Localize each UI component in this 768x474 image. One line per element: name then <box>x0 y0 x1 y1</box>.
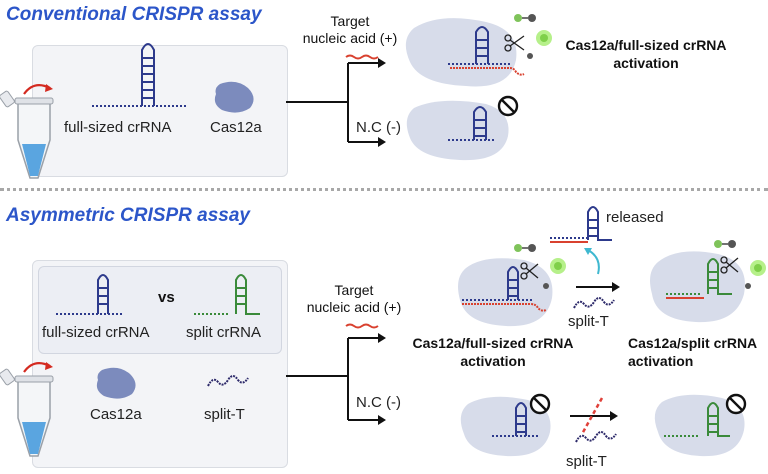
asym-nc-label: N.C (-) <box>356 394 401 411</box>
asym-crrna-split-icon <box>194 274 260 315</box>
released-fragment <box>550 206 612 243</box>
asym-outcome-full-label: Cas12a/full-sized crRNA activation <box>412 335 574 369</box>
tube-icon <box>0 361 54 457</box>
inhibit-icon <box>497 95 519 117</box>
conv-target-label: Target nucleic acid (+) <box>302 13 398 46</box>
asym-cas-label: Cas12a <box>90 406 142 423</box>
asym-outcome-split-label: Cas12a/split crRNA activation <box>628 335 758 369</box>
asym-split-label: split crRNA <box>186 324 262 341</box>
asym-crrna-compare-box <box>38 266 282 354</box>
asym-inactive-full-complex <box>460 393 551 457</box>
scissors-icon <box>504 34 525 52</box>
inhibit-icon <box>725 393 747 415</box>
conv-outcome-label: Cas12a/full-sized crRNA activation <box>565 37 727 71</box>
asym-process-arrow <box>576 282 620 292</box>
conventional-title: Conventional CRISPR assay <box>6 4 262 25</box>
asym-crrna-full-icon <box>56 274 124 315</box>
scissors-icon <box>720 256 739 274</box>
released-label: released <box>606 209 664 226</box>
inhibit-icon <box>529 393 551 415</box>
splitT-top-label: split-T <box>568 313 609 330</box>
splitT-bottom-icon <box>575 431 617 443</box>
tube-icon <box>0 83 54 179</box>
splitT-top-icon <box>573 297 615 309</box>
scissors-icon <box>520 262 539 280</box>
conv-inactive-complex <box>406 95 519 161</box>
asymmetric-title: Asymmetric CRISPR assay <box>6 205 250 226</box>
cas12a-reagent-icon <box>214 81 254 113</box>
asym-splitT-label: split-T <box>204 406 245 423</box>
vs-label: vs <box>158 289 175 306</box>
cas12a-reagent-icon <box>96 367 136 399</box>
asym-full-label: full-sized crRNA <box>42 324 150 341</box>
asym-inactive-split-complex <box>654 393 747 457</box>
release-arrow <box>584 248 600 275</box>
section-divider <box>0 188 768 191</box>
conv-crrna-label: full-sized crRNA <box>64 119 172 136</box>
asym-branch-arrows <box>286 323 386 425</box>
conv-cas-label: Cas12a <box>210 119 262 136</box>
asym-active-full-complex <box>458 244 566 327</box>
conv-active-complex <box>405 14 552 87</box>
conv-nc-label: N.C (-) <box>356 119 401 136</box>
asym-target-label: Target nucleic acid (+) <box>306 282 402 315</box>
conv-branch-arrows <box>286 54 386 147</box>
crrna-full-icon <box>92 43 188 107</box>
splitT-bottom-label: split-T <box>566 453 607 470</box>
splitT-reagent-icon <box>207 375 249 387</box>
asym-active-split-complex <box>650 240 766 323</box>
conventional-reagent-box <box>32 45 288 177</box>
blocked-arrow <box>570 397 618 435</box>
